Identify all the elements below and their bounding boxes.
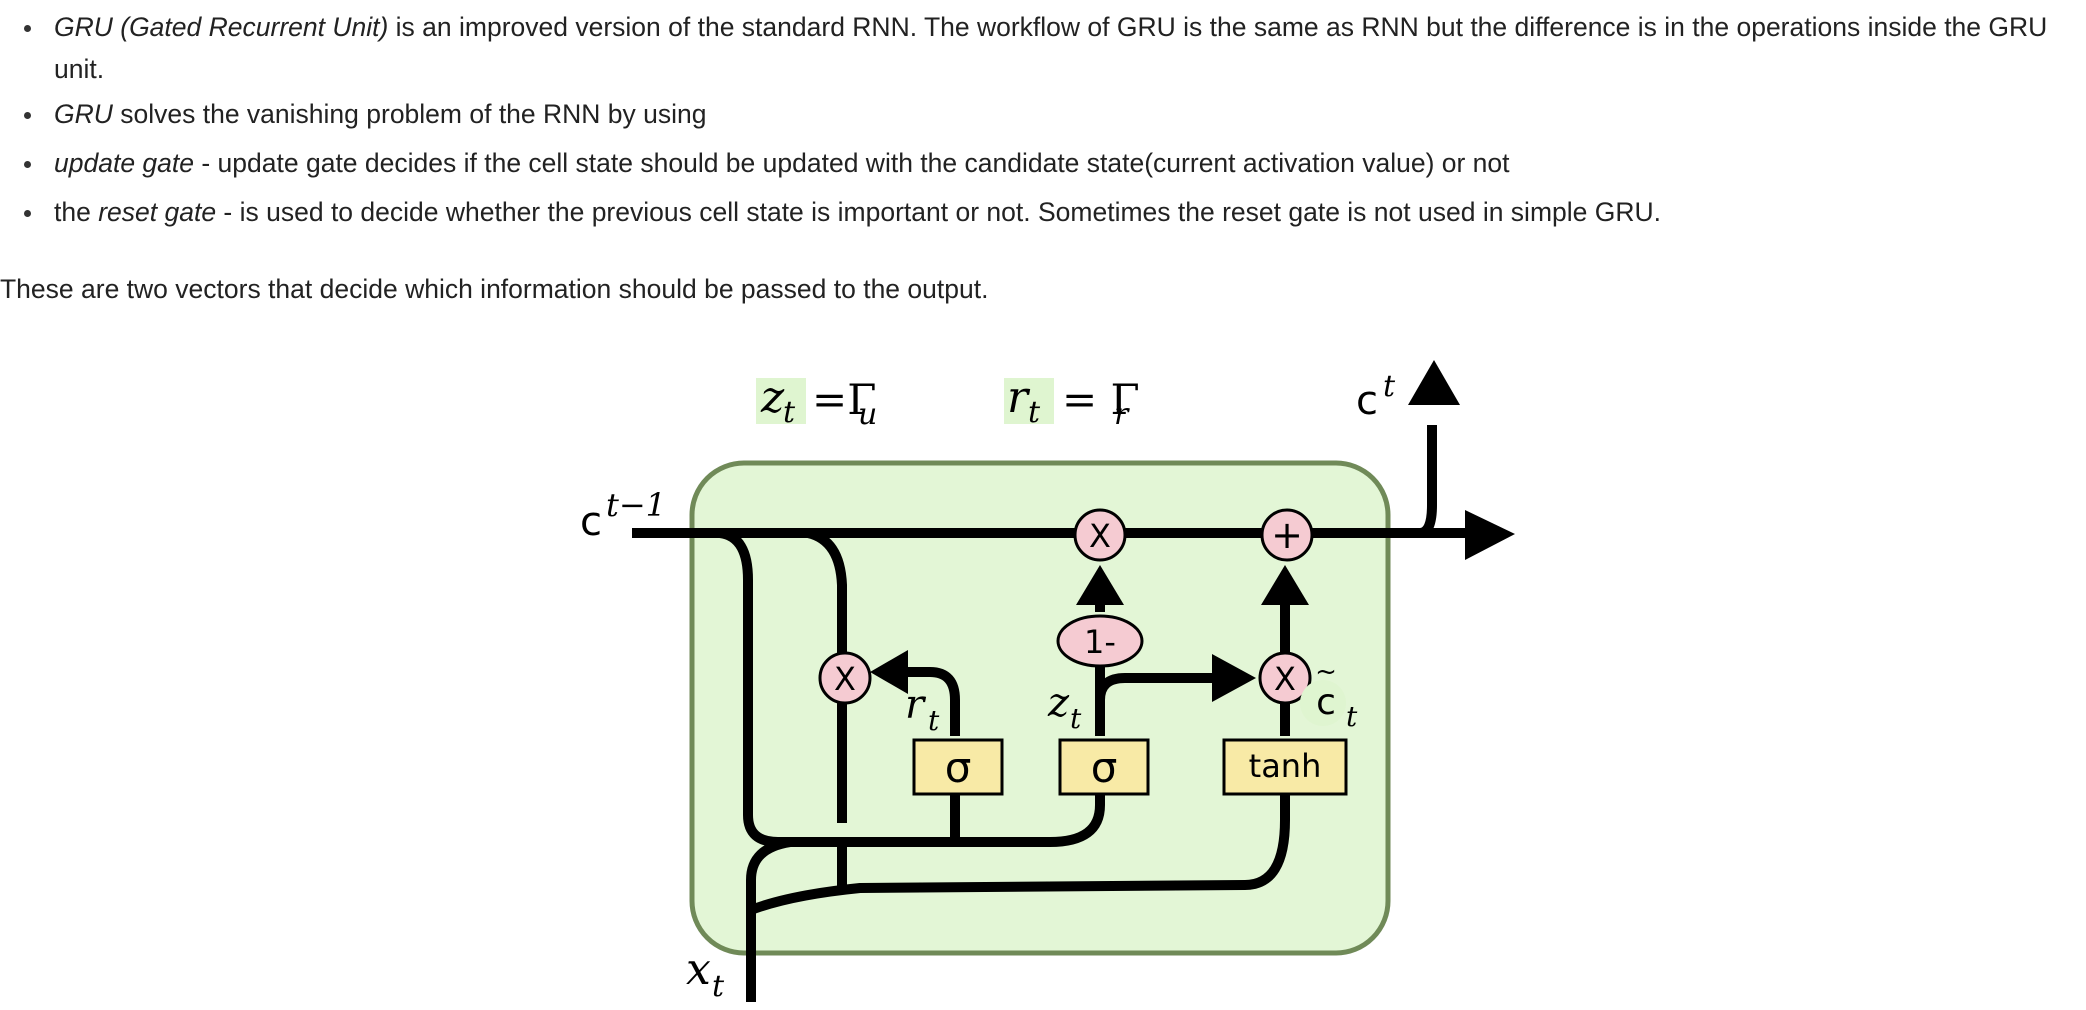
reset-sigma-box: σ bbox=[912, 738, 1004, 796]
multiply-symbol: X bbox=[834, 660, 856, 698]
input-to-tanh bbox=[749, 790, 1290, 915]
gru-cell-body bbox=[689, 460, 1391, 956]
left-trunk bbox=[719, 528, 1105, 847]
reset-gate-highlight bbox=[1004, 378, 1054, 424]
bullet-update-gate: update gate - update gate decides if the… bbox=[0, 142, 2070, 184]
candidate-tilde: ~ bbox=[1315, 657, 1337, 687]
multiply-symbol: X bbox=[1089, 517, 1111, 555]
output-state-label: c t bbox=[1356, 369, 1396, 424]
r-subscript: t bbox=[1028, 395, 1041, 430]
bullet-emphasis: GRU (Gated Recurrent Unit) bbox=[54, 12, 389, 42]
update-gate-output-label: z t bbox=[1047, 680, 1082, 735]
candidate-highlight bbox=[1300, 680, 1346, 726]
input-label: x t bbox=[686, 944, 725, 1004]
candidate-multiply-op: X bbox=[1258, 651, 1312, 705]
bullet-reset-gate: the reset gate - is used to decide wheth… bbox=[0, 191, 2070, 233]
output-line bbox=[1419, 425, 1437, 538]
update-to-candidate-arrow bbox=[1212, 654, 1256, 702]
z-subscript: t bbox=[1070, 702, 1082, 735]
one-minus-arrow bbox=[1076, 565, 1124, 605]
state-add-op: + bbox=[1260, 508, 1314, 562]
candidate-letter: c bbox=[1316, 682, 1336, 723]
bullet-gru-solves: GRU solves the vanishing problem of the … bbox=[0, 93, 2070, 135]
r-subscript: t bbox=[928, 704, 940, 737]
candidate-state-label: ~ c t bbox=[1300, 657, 1358, 733]
r-letter: r bbox=[905, 682, 927, 728]
x-letter: x bbox=[686, 944, 711, 995]
candidate-subscript: t bbox=[1346, 700, 1358, 733]
tanh-box: tanh bbox=[1222, 738, 1348, 796]
c-superscript: t bbox=[1383, 369, 1396, 404]
summary-paragraph: These are two vectors that decide which … bbox=[0, 274, 989, 304]
state-out-arrow bbox=[1465, 510, 1515, 560]
one-minus-op: 1- bbox=[1056, 614, 1144, 668]
reset-to-mult-arrow bbox=[870, 650, 908, 694]
x-subscript: t bbox=[712, 969, 725, 1004]
arrowheads bbox=[870, 360, 1515, 702]
bullet-prefix: the bbox=[54, 197, 99, 227]
output-up-arrow bbox=[1408, 360, 1460, 405]
reset-gate-label: r t = Γ r bbox=[1004, 372, 1140, 432]
bullet-emphasis: update gate bbox=[54, 148, 194, 178]
sigma-symbol: σ bbox=[945, 743, 972, 792]
bullet-emphasis: GRU bbox=[54, 99, 113, 129]
c-letter: c bbox=[1356, 378, 1378, 424]
bullet-emphasis: reset gate bbox=[98, 197, 217, 227]
bullet-text: is an improved version of the standard R… bbox=[54, 12, 2048, 84]
bullet-list: GRU (Gated Recurrent Unit) is an improve… bbox=[0, 6, 2070, 240]
add-input-arrow bbox=[1261, 565, 1309, 605]
z-subscript: t bbox=[783, 395, 796, 430]
sigma-reset-out bbox=[900, 667, 960, 736]
gamma-r: = Γ bbox=[1062, 375, 1140, 424]
one-minus-symbol: 1- bbox=[1084, 623, 1116, 661]
update-gate-highlight bbox=[756, 378, 806, 424]
previous-state-label: c t−1 bbox=[580, 486, 666, 545]
gamma-r-subscript: r bbox=[1114, 397, 1130, 432]
z-letter: z bbox=[1047, 680, 1070, 726]
update-gate-label: z t =Γ u bbox=[756, 372, 877, 432]
gamma-u-subscript: u bbox=[858, 397, 877, 432]
signal-lines bbox=[632, 425, 1472, 1002]
c-letter: c bbox=[580, 499, 602, 545]
z-letter: z bbox=[760, 372, 785, 423]
c-superscript: t−1 bbox=[606, 486, 666, 524]
bullet-text: - update gate decides if the cell state … bbox=[194, 148, 1510, 178]
sigma-symbol: σ bbox=[1091, 743, 1118, 792]
gamma-u: =Γ bbox=[812, 375, 876, 424]
bullet-text: solves the vanishing problem of the RNN … bbox=[112, 99, 707, 129]
bullet-text: - is used to decide whether the previous… bbox=[216, 197, 1661, 227]
update-sigma-box: σ bbox=[1058, 738, 1150, 796]
add-symbol: + bbox=[1271, 513, 1303, 557]
reset-multiply-op: X bbox=[818, 651, 872, 705]
r-letter: r bbox=[1007, 372, 1031, 423]
reset-gate-output-label: r t bbox=[905, 682, 940, 737]
input-trunk bbox=[746, 837, 791, 1002]
tanh-label: tanh bbox=[1249, 747, 1322, 785]
reset-branch bbox=[806, 528, 847, 823]
state-multiply-op: X bbox=[1073, 508, 1127, 562]
bullet-gru-definition: GRU (Gated Recurrent Unit) is an improve… bbox=[0, 6, 2070, 90]
multiply-symbol: X bbox=[1274, 660, 1296, 698]
